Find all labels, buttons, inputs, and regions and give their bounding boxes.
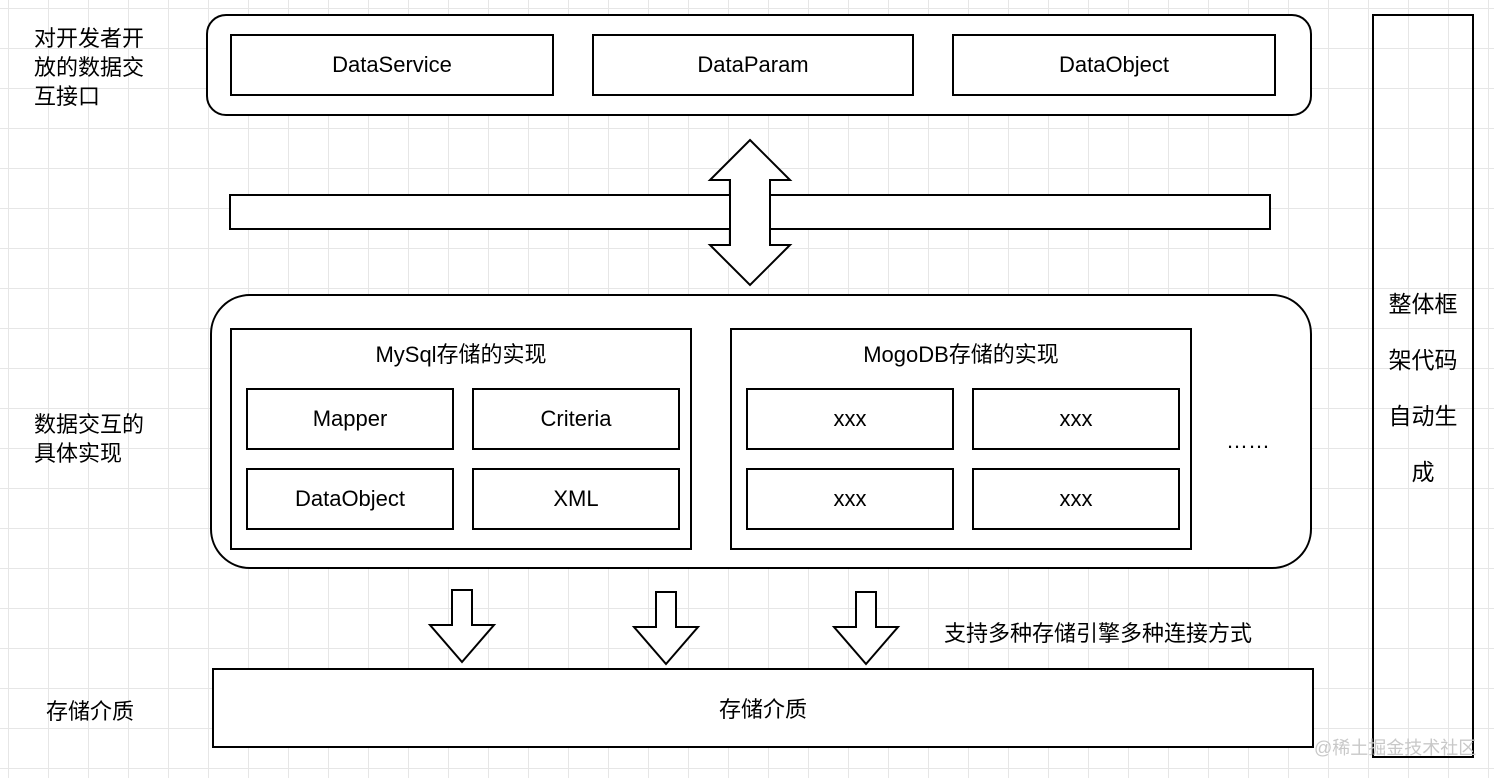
mongo-item-box: xxx <box>746 468 954 530</box>
more-engines-ellipsis: …… <box>1226 428 1270 453</box>
mongo-panel-title: MogoDB存储的实现 <box>863 342 1059 367</box>
dataservice-box: DataService <box>230 34 554 96</box>
dataparam-box: DataParam <box>592 34 914 96</box>
framework-column-text: 整体框 架代码 自动生 成 <box>1388 291 1458 485</box>
mysql-panel-title: MySql存储的实现 <box>375 342 547 367</box>
mongo-item-box: xxx <box>746 388 954 450</box>
label-storage-layer: 存储介质 <box>46 699 135 724</box>
multi-engine-note: 支持多种存储引擎多种连接方式 <box>944 621 1253 646</box>
storage-box: 存储介质 <box>212 668 1314 748</box>
mapper-box: Mapper <box>246 388 454 450</box>
down-arrow-icon-1 <box>427 589 497 664</box>
down-arrow-icon-3 <box>831 591 901 666</box>
mongo-item-box: xxx <box>972 388 1180 450</box>
double-arrow-icon <box>707 138 793 287</box>
framework-column: 整体框 架代码 自动生 成 <box>1372 14 1474 758</box>
criteria-box: Criteria <box>472 388 680 450</box>
mongo-item-box: xxx <box>972 468 1180 530</box>
label-interface-layer: 对开发者开 放的数据交 互接口 <box>34 26 145 109</box>
dataobject-box: DataObject <box>952 34 1276 96</box>
down-arrow-icon-2 <box>631 591 701 666</box>
xml-box: XML <box>472 468 680 530</box>
watermark: @稀土掘金技术社区 <box>1314 738 1477 758</box>
label-implementation-layer: 数据交互的 具体实现 <box>34 412 145 466</box>
mysql-dataobject-box: DataObject <box>246 468 454 530</box>
